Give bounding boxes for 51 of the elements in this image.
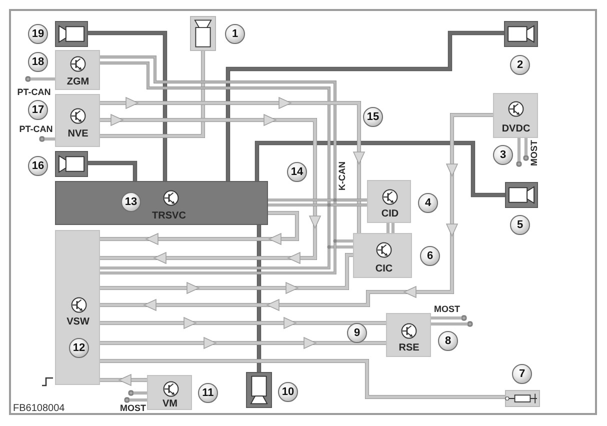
callout-number: 4 [418, 193, 438, 213]
bus-label: MOST [529, 139, 539, 167]
callout-number: 13 [121, 192, 141, 212]
unit-label: CIC [375, 264, 393, 274]
callout-number: 1 [225, 24, 245, 44]
callout-number: 10 [278, 382, 298, 402]
unit-label: CID [381, 208, 399, 220]
camera-icon [190, 16, 216, 51]
control-unit [55, 230, 100, 385]
callout-number: 12 [69, 338, 89, 358]
callout-number: 18 [28, 52, 48, 72]
callout-number: 19 [28, 24, 48, 44]
callout-number: 7 [512, 364, 532, 384]
bus-label: PT-CAN [18, 124, 54, 134]
control-unit [493, 93, 538, 138]
control-unit [386, 313, 431, 357]
callout-number: 11 [198, 383, 218, 403]
fuse-icon [505, 390, 540, 407]
unit-label: NVE [68, 128, 88, 140]
camera-icon [504, 21, 538, 47]
callout-number: 15 [363, 107, 383, 127]
callout-number: 5 [510, 215, 530, 235]
unit-label: VSW [66, 316, 90, 328]
callout-number: 6 [420, 246, 440, 266]
control-unit [55, 181, 268, 225]
control-unit [147, 375, 192, 410]
callout-number: 2 [510, 55, 530, 75]
bus-label: PT-CAN [16, 87, 52, 97]
callout-number: 17 [28, 100, 48, 120]
unit-label: VM [162, 398, 178, 410]
unit-label: RSE [398, 342, 420, 354]
bus-label: MOST [119, 403, 147, 413]
unit-label: ZGM [66, 76, 90, 88]
control-unit [55, 94, 100, 147]
callout-number: 16 [28, 156, 48, 176]
callout-number: 8 [438, 331, 458, 351]
control-unit [55, 50, 100, 90]
bus-label: MOST [433, 304, 461, 314]
callout-number: 3 [493, 145, 513, 165]
callout-number: 14 [287, 162, 307, 182]
camera-icon [55, 21, 88, 47]
callout-number: 9 [347, 323, 367, 343]
unit-label: TRSVC [152, 210, 186, 222]
unit-label: DVDC [502, 124, 530, 134]
control-unit [353, 233, 412, 278]
camera-icon [505, 182, 538, 208]
camera-icon [55, 151, 88, 177]
bus-label: K-CAN [337, 160, 347, 192]
figure-code: FB6108004 [13, 403, 65, 414]
control-unit [367, 180, 411, 223]
camera-icon [246, 372, 272, 408]
